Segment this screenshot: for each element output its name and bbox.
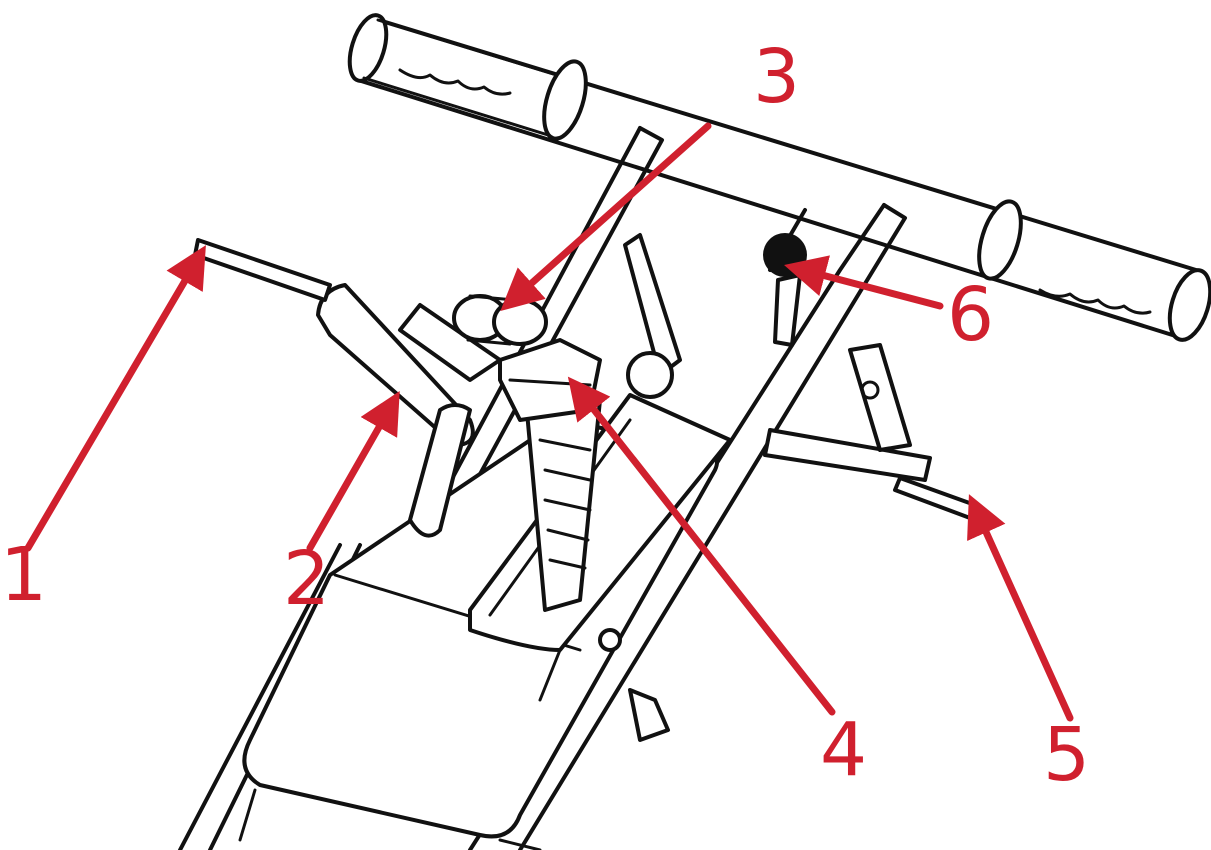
callout-label-2: 2 xyxy=(283,536,330,622)
left-rod xyxy=(193,238,332,302)
callout-labels: 1 2 3 4 5 6 xyxy=(0,34,1090,798)
right-rod xyxy=(763,343,977,520)
callout-label-3: 3 xyxy=(753,34,800,120)
callout-label-6: 6 xyxy=(947,272,994,358)
carriage-assembly xyxy=(468,388,732,652)
callout-arrow-6 xyxy=(784,255,944,310)
callout-label-4: 4 xyxy=(820,707,867,793)
adjustment-lever xyxy=(316,283,502,538)
handlebar xyxy=(347,13,1211,342)
callout-label-1: 1 xyxy=(0,532,47,618)
pivot-tube xyxy=(452,294,548,346)
bottom-bracket xyxy=(628,688,670,742)
callout-arrows xyxy=(24,122,1074,722)
callout-arrow-1 xyxy=(24,245,206,552)
support-arm xyxy=(623,233,682,399)
left-grip xyxy=(362,18,588,141)
callout-arrow-5 xyxy=(967,494,1074,722)
callout-arrow-3 xyxy=(500,122,712,312)
lock-block xyxy=(498,338,602,422)
callout-label-5: 5 xyxy=(1043,712,1090,798)
callout-arrow-4 xyxy=(567,376,836,716)
callout-arrow-2 xyxy=(306,390,400,552)
right-grip xyxy=(977,199,1152,315)
pop-pin xyxy=(763,233,807,347)
